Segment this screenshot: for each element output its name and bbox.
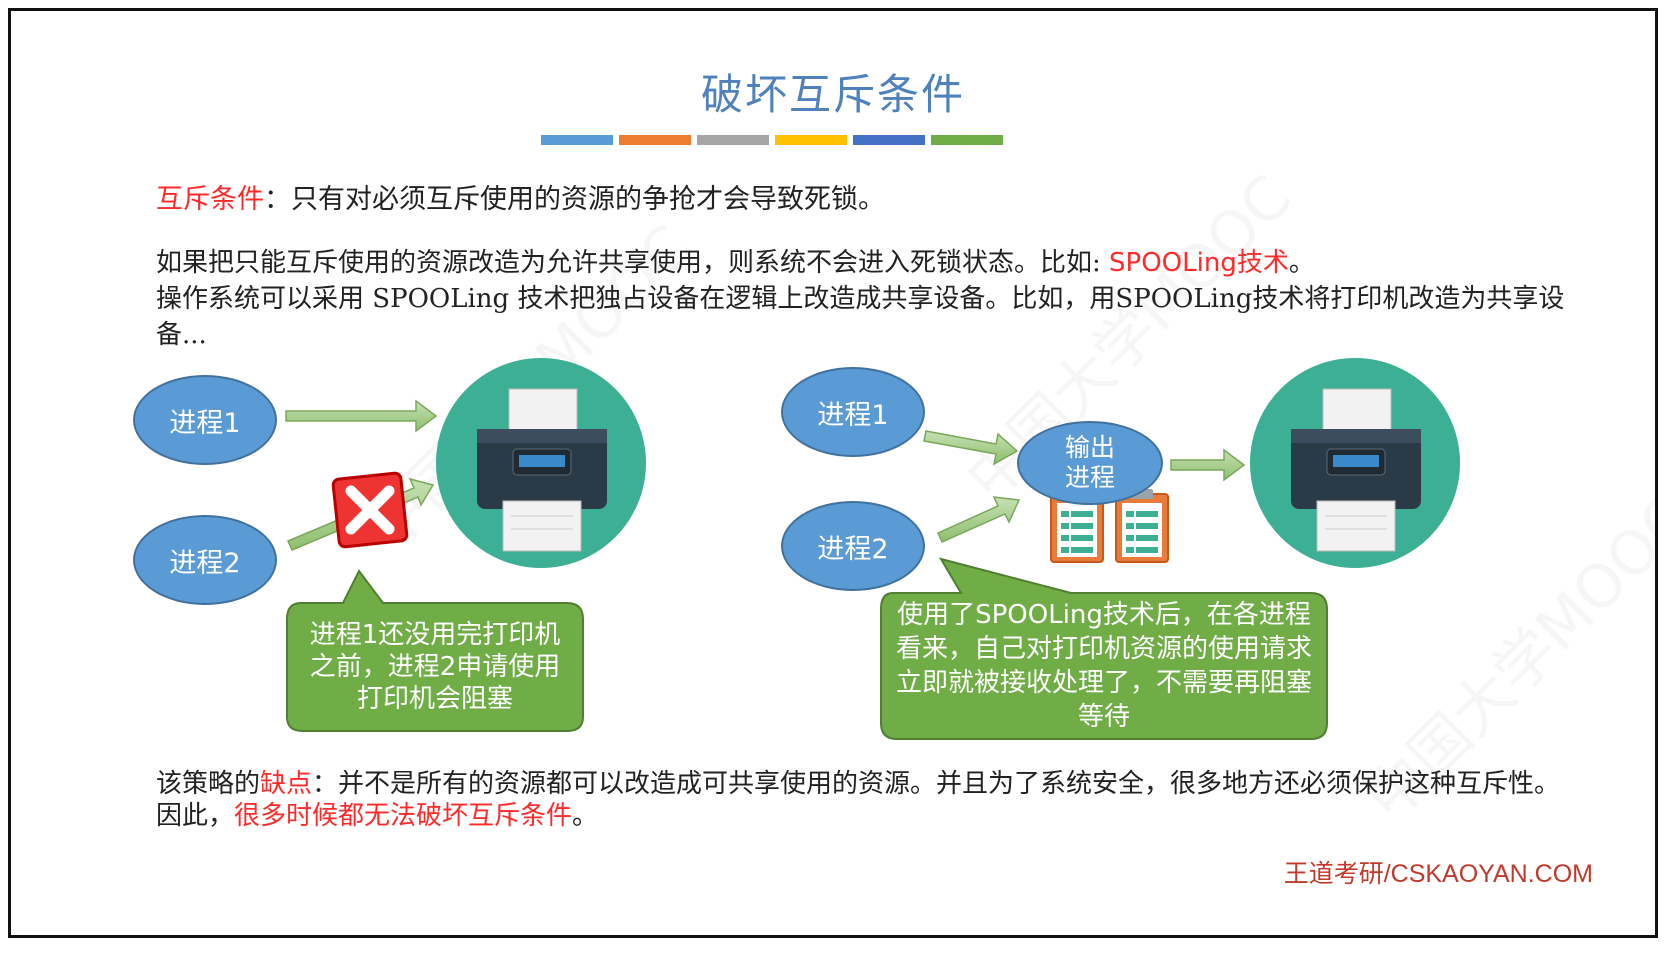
left-bubble-text: 进程1还没用完打印机之前，进程2申请使用打印机会阻塞 [309, 620, 561, 714]
right-bubble-text: 使用了SPOOLing技术后，在各进程看来，自己对打印机资源的使用请求立即就被接… [895, 600, 1312, 732]
title-underline-stripe-2 [619, 135, 691, 145]
paragraph-drawback: 该策略的缺点：并不是所有的资源都可以改造成可共享使用的资源。并且为了系统安全，很… [156, 768, 1576, 832]
term-drawback: 缺点 [260, 769, 313, 799]
left-process2-label: 进程2 [169, 547, 241, 579]
title-underline-stripe-5 [853, 135, 925, 145]
right-bubble-shape [880, 557, 1328, 740]
diagram-graphics [285, 358, 1460, 740]
red-x-icon [331, 471, 409, 549]
printer-icon [1250, 358, 1460, 568]
drawback-conclusion: 很多时候都无法破坏互斥条件 [234, 801, 573, 831]
spooling-line1-end: 。 [1288, 248, 1315, 278]
page-title: 破坏互斥条件 [700, 70, 965, 119]
output-process-node: 输出进程 [1017, 421, 1163, 505]
spooling-line1-text: 如果把只能互斥使用的资源改造为允许共享使用，则系统不会进入死锁状态。比如: [156, 248, 1110, 278]
arrow-output-to-printer [1170, 448, 1246, 482]
left-bubble-shape [286, 569, 584, 732]
left-speech-bubble: 进程1还没用完打印机之前，进程2申请使用打印机会阻塞 [291, 605, 579, 729]
arrow-process2-to-output [937, 496, 1021, 543]
left-process2-node: 进程2 [133, 515, 277, 605]
left-process1-node: 进程1 [133, 375, 277, 465]
arrow-process1-to-printer [285, 399, 438, 433]
clipboard-icon [1115, 489, 1169, 563]
title-underline-stripe-4 [775, 135, 847, 145]
right-speech-bubble: 使用了SPOOLing技术后，在各进程看来，自己对打印机资源的使用请求立即就被接… [885, 595, 1323, 737]
arrow-process1-to-output [923, 430, 1019, 466]
paragraph-spooling: 如果把只能互斥使用的资源改造为允许共享使用，则系统不会进入死锁状态。比如: SP… [156, 245, 1576, 353]
left-process1-label: 进程1 [169, 407, 241, 439]
title-underline-stripe-3 [697, 135, 769, 145]
footer-brand: 王道考研/CSKAOYAN.COM [1283, 860, 1593, 888]
title-underline-stripe-6 [931, 135, 1003, 145]
mutex-condition-text: ：只有对必须互斥使用的资源的争抢才会导致死锁。 [264, 184, 885, 215]
term-mutex-condition: 互斥条件 [156, 184, 264, 215]
spooling-rest-text: 操作系统可以采用 SPOOLing 技术把独占设备在逻辑上改造成共享设备。比如，… [156, 284, 1565, 350]
drawback-start: 该策略的 [156, 769, 261, 799]
right-process2-node: 进程2 [781, 501, 925, 591]
printer-icon [436, 358, 646, 568]
paragraph-mutex-condition: 互斥条件：只有对必须互斥使用的资源的争抢才会导致死锁。 [156, 177, 885, 216]
drawback-middle: ：并不是所有的资源都可以改造成可共享使用的资源。并且为了系统安全，很多地方还必须… [156, 769, 1561, 831]
drawback-end: 。 [572, 801, 599, 831]
output-process-label: 输出进程 [1064, 433, 1115, 492]
right-process1-label: 进程1 [817, 399, 889, 431]
spooling-highlight: SPOOLing技术 [1109, 248, 1289, 278]
title-underline-stripe-1 [541, 135, 613, 145]
right-process1-node: 进程1 [781, 367, 925, 457]
right-process2-label: 进程2 [817, 533, 889, 565]
slide: 中国大学MOOC 中国大学MOOC 中国大学MOOC 破坏互斥条件 互斥条件：只… [8, 8, 1658, 938]
